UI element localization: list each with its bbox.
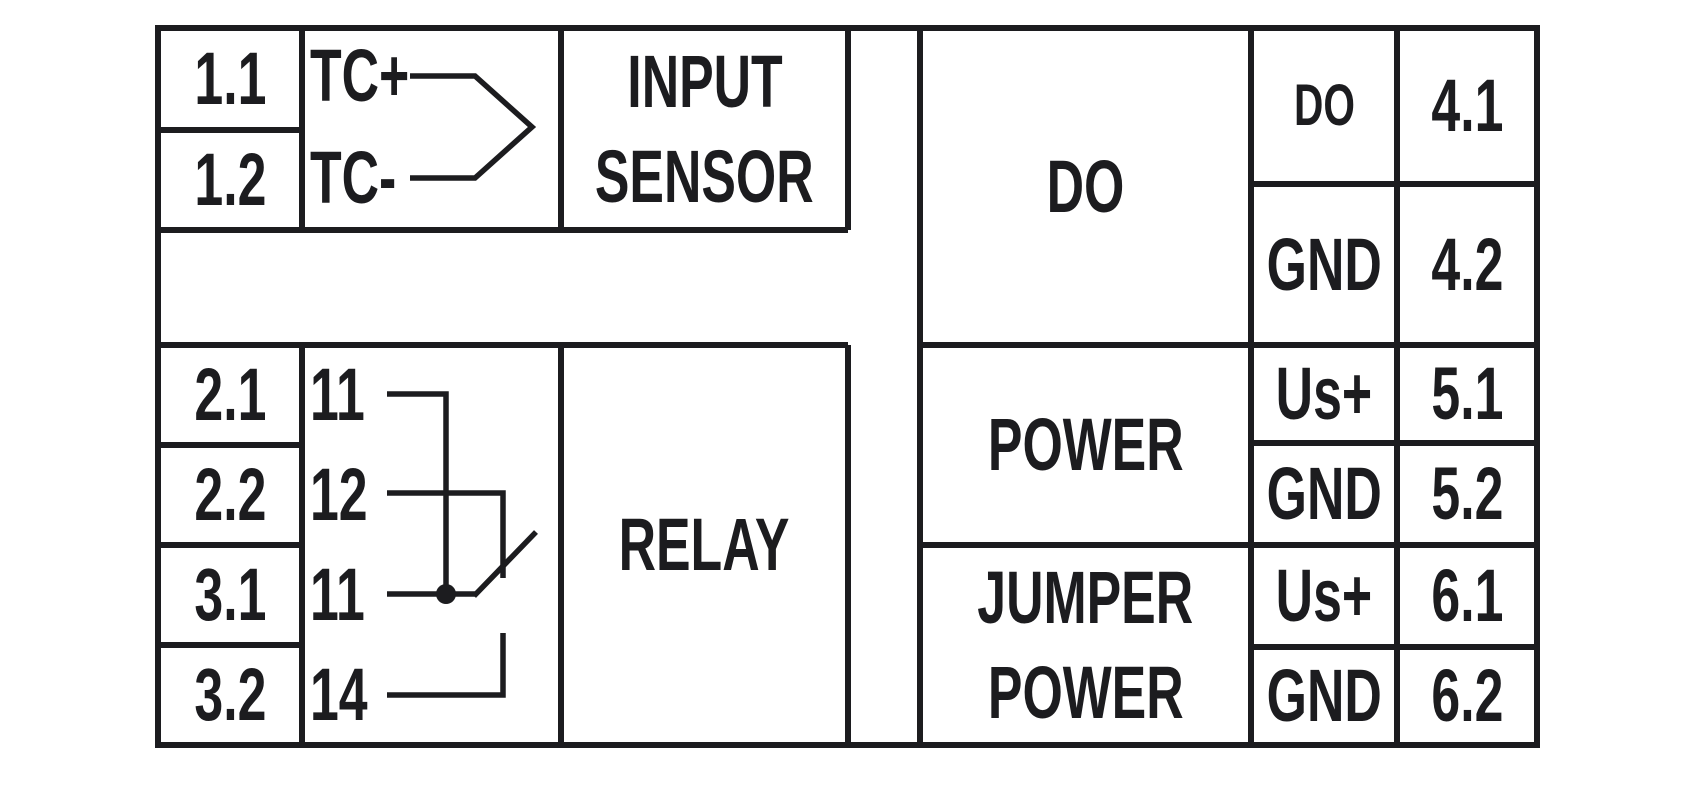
signal-tc-plus: TC+ (310, 34, 410, 117)
signal-do: DO (1293, 73, 1355, 138)
do-section-label: DO (1046, 144, 1125, 228)
terminal-4.2: 4.2 (1430, 222, 1504, 306)
relay-nc-contact-12-wire (387, 490, 506, 578)
thermocouple-icon (410, 73, 537, 181)
terminal-6.1: 6.1 (1430, 554, 1504, 637)
terminal-4.1: 4.1 (1430, 64, 1504, 147)
relay-no-contact-14-wire (387, 633, 506, 698)
signal-gnd-4: GND (1266, 222, 1382, 306)
relay-label: RELAY (619, 503, 790, 586)
input-sensor-label: INPUT SENSOR (595, 40, 814, 218)
terminal-5.2: 5.2 (1430, 452, 1504, 535)
wiring-symbols (387, 73, 538, 698)
relay-contact-label-12: 12 (310, 453, 368, 536)
terminal-2.1: 2.1 (193, 353, 267, 436)
signal-tc-minus: TC- (310, 136, 397, 219)
terminal-2.2: 2.2 (193, 453, 267, 536)
input-section-boxes (158, 28, 851, 233)
relay-contact-label-11-common: 11 (310, 553, 365, 636)
terminal-5.1: 5.1 (1430, 352, 1504, 435)
relay-contact-label-14: 14 (310, 653, 368, 736)
terminal-3.2: 3.2 (193, 653, 267, 736)
terminal-1.1: 1.1 (193, 37, 267, 120)
signal-us-plus-5: Us+ (1275, 352, 1373, 435)
relay-contact-11-top-wire (387, 391, 449, 594)
terminal-3.1: 3.1 (193, 553, 267, 636)
terminal-1.2: 1.2 (193, 138, 267, 221)
relay-section-boxes (158, 342, 851, 745)
relay-contact-label-11-top: 11 (310, 353, 365, 436)
signal-gnd-6: GND (1266, 654, 1382, 737)
terminal-6.2: 6.2 (1430, 654, 1504, 737)
signal-us-plus-6: Us+ (1275, 554, 1373, 637)
power-section-label: POWER (987, 403, 1184, 486)
signal-gnd-5: GND (1266, 452, 1382, 535)
jumper-power-section-label: JUMPER POWER (977, 556, 1194, 734)
right-row-lines (920, 181, 1537, 650)
junction-dot (436, 584, 456, 604)
right-column-lines (917, 28, 1400, 745)
grid-lines (155, 25, 1540, 748)
